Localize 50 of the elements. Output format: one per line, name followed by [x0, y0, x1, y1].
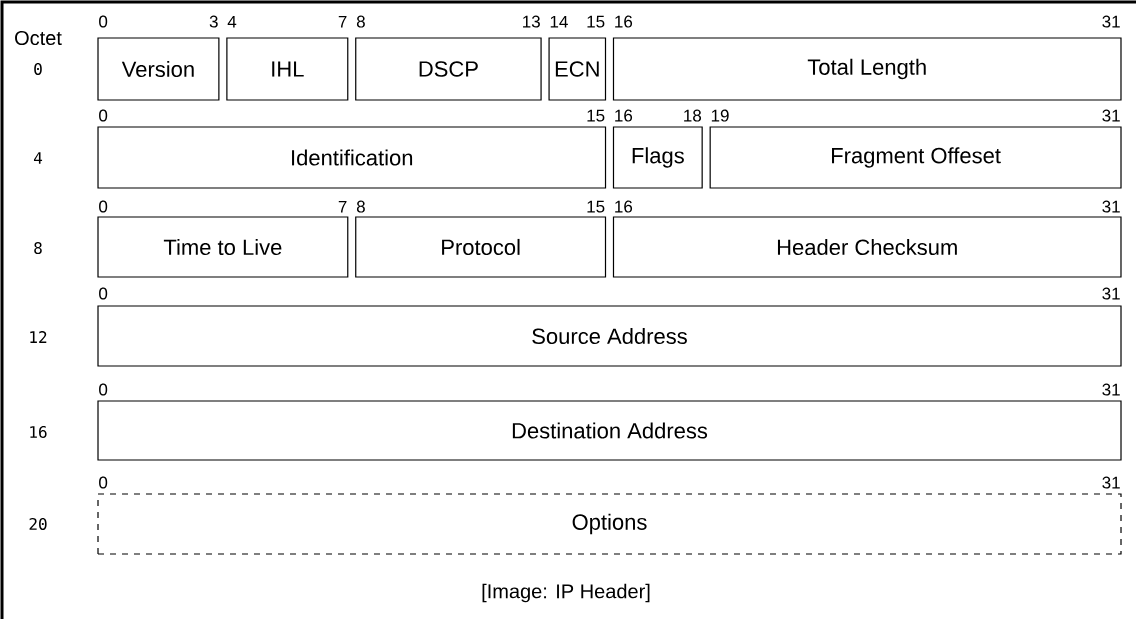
bit-number: 16 [615, 109, 633, 122]
field-box: Header Checksum [612, 216, 1122, 278]
field-box: Total Length [612, 37, 1122, 101]
field-box: Flags [612, 126, 703, 189]
field-box: Source Address [97, 305, 1122, 367]
octet-number: 8 [34, 241, 42, 255]
bit-number: 0 [99, 200, 108, 213]
field-box: Options [97, 493, 1122, 555]
bit-number: 31 [1102, 15, 1120, 28]
octet-number: 0 [34, 62, 42, 76]
bit-number: 15 [587, 109, 605, 122]
field-box: Fragment Offeset [709, 126, 1122, 189]
field-box: Protocol [355, 216, 607, 278]
bit-number: 14 [550, 15, 568, 28]
bit-number: 0 [99, 287, 108, 300]
field-box: Destination Address [97, 400, 1122, 461]
bit-number: 31 [1102, 476, 1120, 489]
bit-number: 0 [99, 383, 108, 396]
field-box: Version [97, 37, 220, 101]
bit-number: 15 [587, 200, 605, 213]
field-box: IHL [226, 37, 349, 101]
caption: [Image: IP Header] [482, 583, 650, 603]
bit-number: 0 [99, 476, 108, 489]
bit-number: 8 [356, 200, 365, 213]
bit-number: 13 [523, 15, 540, 28]
bit-number: 31 [1102, 200, 1120, 213]
bit-number: 31 [1102, 287, 1120, 300]
field-box: ECN [548, 37, 607, 101]
bit-number: 15 [587, 15, 605, 28]
octet-number: 16 [30, 425, 47, 439]
field-box: Identification [97, 126, 607, 189]
bit-number: 8 [356, 15, 365, 28]
bit-number: 4 [227, 15, 237, 28]
octet-number: 20 [29, 517, 47, 531]
field-box: DSCP [355, 37, 542, 101]
octet-number: 4 [33, 152, 43, 164]
field-box: Time to Live [97, 216, 349, 278]
bit-number: 0 [99, 109, 108, 122]
bit-number: 0 [99, 15, 108, 28]
column-heading: Octet [15, 30, 62, 46]
bit-number: 16 [615, 200, 633, 213]
octet-number: 12 [30, 331, 47, 343]
bit-number: 18 [684, 109, 702, 122]
bit-number: 31 [1102, 383, 1120, 396]
bit-number: 31 [1102, 109, 1120, 122]
bit-number: 19 [711, 109, 729, 122]
bit-number: 7 [338, 200, 347, 213]
bit-number: 7 [338, 15, 347, 28]
bit-number: 3 [209, 15, 218, 28]
bit-number: 16 [615, 15, 633, 28]
